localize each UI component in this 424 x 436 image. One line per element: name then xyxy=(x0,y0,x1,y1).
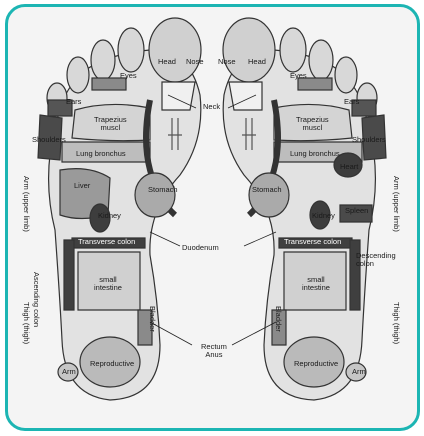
label-arm-left: Arm xyxy=(62,368,76,376)
label-shoulders-right: Shoulders xyxy=(352,136,386,144)
left-neck-zone xyxy=(162,82,195,110)
label-eyes-left: Eyes xyxy=(120,72,137,80)
label-shoulders-left: Shoulders xyxy=(32,136,66,144)
right-big-toe xyxy=(223,18,275,82)
label-neck: Neck xyxy=(203,103,220,111)
label-arm-right: Arm xyxy=(352,368,366,376)
label-transverse-left: Transverse colon xyxy=(78,238,135,246)
label-nose-left: Nose xyxy=(186,58,204,66)
label-thigh-left: Thigh (thigh) xyxy=(23,302,31,344)
label-stomach-left: Stomach xyxy=(148,186,178,194)
label-trapezius-left: Trapezius muscl xyxy=(94,116,127,131)
label-reproductive-left: Reproductive xyxy=(90,360,134,368)
label-eyes-right: Eyes xyxy=(290,72,307,80)
label-nose-right: Nose xyxy=(218,58,236,66)
label-head-left: Head xyxy=(158,58,176,66)
left-stomach-zone xyxy=(135,173,175,217)
left-big-toe xyxy=(149,18,201,82)
left-toe-2 xyxy=(118,28,144,72)
left-toe-3 xyxy=(91,40,115,80)
duodenum-leader-right xyxy=(244,232,276,246)
label-arm-upper-right: Arm (upper limb) xyxy=(393,176,401,232)
label-ears-left: Ears xyxy=(66,98,81,106)
label-transverse-right: Transverse colon xyxy=(284,238,341,246)
left-ascending-colon-zone xyxy=(64,240,74,310)
label-heart: Heart xyxy=(340,163,358,171)
label-thigh-right: Thigh (thigh) xyxy=(393,302,401,344)
label-kidney-left: Kidney xyxy=(98,212,121,220)
right-toe-4 xyxy=(335,57,357,93)
label-kidney-right: Kidney xyxy=(312,212,335,220)
right-neck-zone xyxy=(229,82,262,110)
right-stomach-zone xyxy=(249,173,289,217)
label-trapezius-right: Trapezius muscl xyxy=(296,116,329,131)
label-ears-right: Ears xyxy=(344,98,359,106)
right-toe-2 xyxy=(280,28,306,72)
duodenum-leader-left xyxy=(150,232,180,246)
label-duodenum: Duodenum xyxy=(182,244,219,252)
label-descending: Descending colon xyxy=(356,252,396,267)
label-head-right: Head xyxy=(248,58,266,66)
label-reproductive-right: Reproductive xyxy=(294,360,338,368)
label-spleen: Spleen xyxy=(345,207,368,215)
label-small-intestine-left: small intestine xyxy=(94,276,122,291)
label-lung-left: Lung bronchus xyxy=(76,150,126,158)
label-ascending: Ascending colon xyxy=(33,272,41,327)
label-bladder-left: Bladder xyxy=(149,306,157,332)
right-toe-3 xyxy=(309,40,333,80)
label-rectum-anus: Rectum Anus xyxy=(201,343,227,358)
label-small-intestine-right: small intestine xyxy=(302,276,330,291)
label-arm-upper-left: Arm (upper limb) xyxy=(23,176,31,232)
label-stomach-right: Stomach xyxy=(252,186,282,194)
label-lung-right: Lung bronchus xyxy=(290,150,340,158)
label-liver: Liver xyxy=(74,182,90,190)
label-bladder-right: Bladder xyxy=(275,306,283,332)
left-toe-4 xyxy=(67,57,89,93)
